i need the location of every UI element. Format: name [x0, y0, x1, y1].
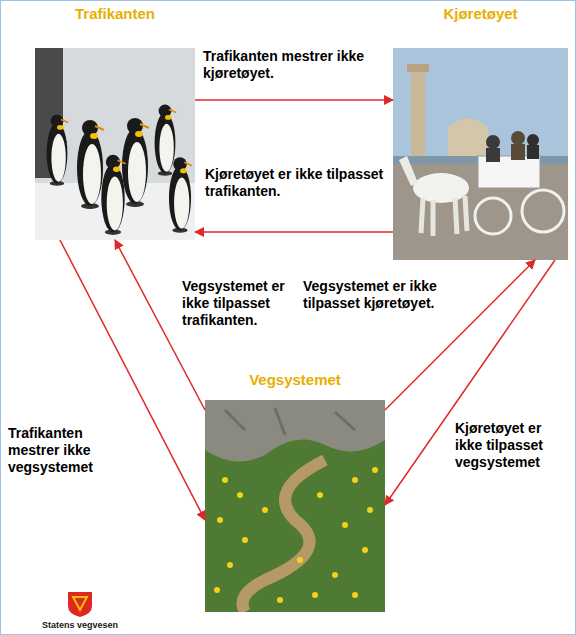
node-heading: Trafikanten: [35, 4, 195, 24]
picture-frame: [393, 48, 568, 260]
logo-text: Statens vegvesen: [35, 620, 125, 631]
relation-label: Trafikanten mestrer ikke vegsystemet: [8, 425, 128, 476]
path-picture: [205, 400, 385, 612]
penguin-scene: [35, 48, 195, 240]
logo-symbol: [66, 590, 94, 618]
carriage-scene: [393, 48, 568, 260]
relation-label: Trafikanten mestrer ikke kjøretøyet.: [203, 48, 391, 82]
logo-shield: [68, 592, 92, 617]
penguin-picture: [35, 48, 195, 240]
photo-node: Kjøretøyet: [393, 4, 568, 260]
relation-label: Kjøretøyet er ikke tilpasset vegsystemet: [455, 420, 568, 471]
picture-frame: [205, 400, 385, 612]
relation-arrow: [195, 231, 393, 233]
relation-label: Vegsystemet er ikke tilpasset kjøretøyet…: [303, 278, 463, 312]
carriage-picture: [393, 48, 568, 260]
node-heading: Vegsystemet: [205, 370, 385, 390]
relation-label: Vegsystemet er ikke tilpasset trafikante…: [182, 278, 300, 329]
photo-node: Trafikanten: [35, 4, 195, 240]
picture-frame: [35, 48, 195, 240]
relation-label: Kjøretøyet er ikke tilpasset trafikanten…: [205, 166, 390, 200]
relation-arrow: [195, 99, 393, 101]
photo-node: Vegsystemet: [205, 370, 385, 612]
node-heading: Kjøretøyet: [393, 4, 568, 24]
path-scene: [205, 400, 385, 612]
